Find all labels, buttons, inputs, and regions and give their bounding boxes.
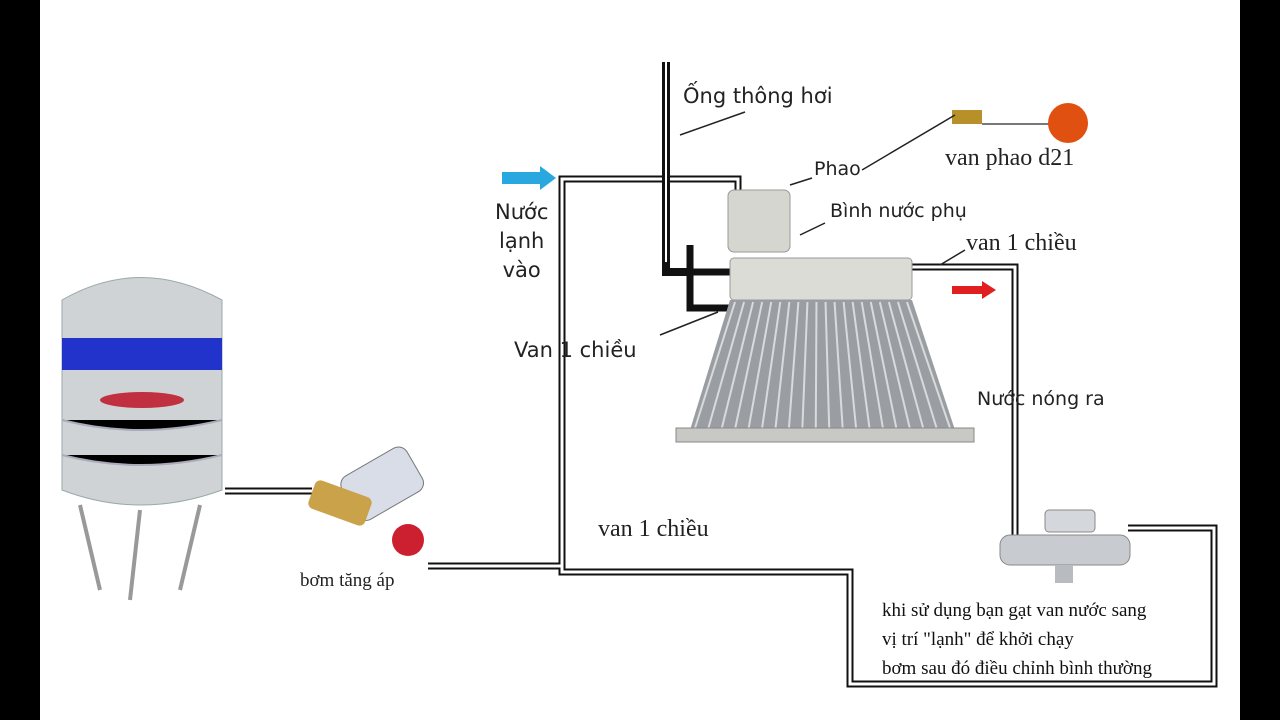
collector-tube xyxy=(734,301,764,429)
pipe-aux-to-heater xyxy=(686,245,730,312)
collector-tube xyxy=(694,301,736,429)
label-cold-in: Nước lạnh vào xyxy=(495,198,548,285)
label-pump: bơm tăng áp xyxy=(300,570,395,591)
collector-tube xyxy=(720,301,755,429)
label-aux-tank: Bình nước phụ xyxy=(830,200,967,222)
label-hot-out: Nước nóng ra xyxy=(977,388,1105,410)
label-cold-in-line: Nước xyxy=(495,200,549,224)
diagram-canvas: Ống thông hơi Phao van phao d21 Bình nướ… xyxy=(40,0,1240,720)
collector-tube xyxy=(801,301,809,429)
collector-tube xyxy=(824,301,831,429)
collector-tube xyxy=(814,301,818,429)
float-valve-illustration xyxy=(952,103,1088,143)
collector-tube xyxy=(842,301,858,429)
label-check-valve-heater: Van 1 chiều xyxy=(514,338,637,362)
diagram-graphics xyxy=(61,62,1218,688)
water-tank-illustration xyxy=(61,277,223,601)
collector-tube xyxy=(707,301,746,429)
usage-note-line: vị trí "lạnh" để khởi chạy xyxy=(882,629,1074,650)
usage-note: khi sử dụng bạn gạt van nước sang vị trí… xyxy=(882,596,1152,683)
usage-note-line: khi sử dụng bạn gạt van nước sang xyxy=(882,600,1147,621)
collector-tube xyxy=(887,301,925,429)
pipe-pump-cold-up xyxy=(428,175,742,570)
label-cold-in-line: lạnh xyxy=(499,229,545,253)
collector-tube xyxy=(774,301,791,429)
label-float: Phao xyxy=(814,158,861,180)
booster-pump-illustration xyxy=(308,446,424,556)
label-check-valve-hot: van 1 chiều xyxy=(966,230,1077,256)
cold-water-in-arrow xyxy=(502,166,556,190)
collector-tube xyxy=(747,301,773,429)
collector-tube xyxy=(860,301,884,429)
mixer-faucet-illustration xyxy=(999,509,1131,583)
collector-tube xyxy=(851,301,871,429)
label-float-valve: van phao d21 xyxy=(945,145,1075,171)
label-cold-in-line: vào xyxy=(502,258,541,282)
leader-lines xyxy=(659,111,966,336)
collector-tube xyxy=(787,301,800,429)
collector-tube xyxy=(833,301,844,429)
solar-water-heater-illustration xyxy=(675,189,975,443)
collector-tube xyxy=(878,301,911,429)
hot-water-out-arrow xyxy=(952,281,996,299)
pipes xyxy=(225,62,1218,688)
collector-tube xyxy=(761,301,782,429)
collector-tube xyxy=(906,301,951,429)
collector-tube xyxy=(869,301,898,429)
usage-note-line: bơm sau đó điều chỉnh bình thường xyxy=(882,658,1152,679)
label-check-valve-pump: van 1 chiều xyxy=(598,516,709,542)
collector-tube xyxy=(896,301,938,429)
label-vent-pipe: Ống thông hơi xyxy=(683,84,833,108)
